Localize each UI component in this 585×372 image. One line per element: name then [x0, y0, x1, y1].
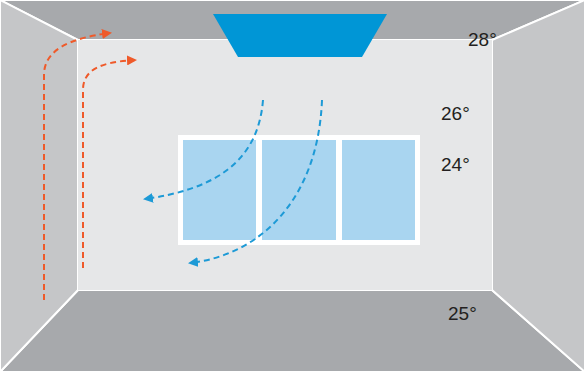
- temperature-label: 24°: [441, 155, 470, 174]
- right-wall: [492, 0, 585, 372]
- temperature-label: 28°: [468, 30, 497, 49]
- cool-air-arrow: [145, 100, 263, 199]
- cool-air-arrow: [190, 100, 322, 263]
- ac-unit: [213, 14, 387, 57]
- warm-air-arrow: [44, 33, 110, 300]
- left-wall: [0, 0, 78, 372]
- floor: [0, 290, 585, 372]
- temperature-label: 26°: [441, 104, 470, 123]
- back-wall: [78, 40, 492, 290]
- temperature-label: 25°: [448, 304, 477, 323]
- warm-air-arrow: [83, 60, 135, 268]
